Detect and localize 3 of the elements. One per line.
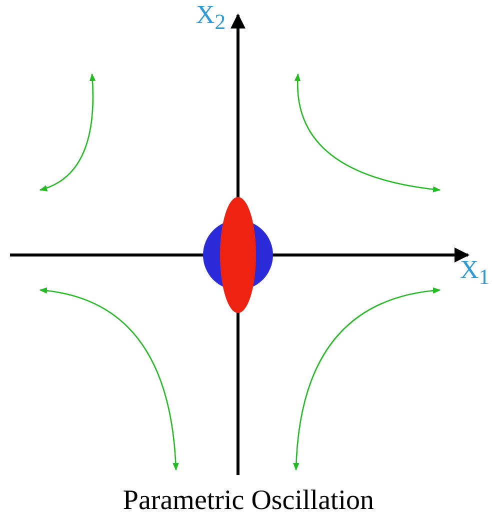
caption: Parametric Oscillation [122,485,376,517]
axis-label: X$_{2}$ [196,0,226,36]
axis-label: X$_{1}$ [460,255,490,290]
